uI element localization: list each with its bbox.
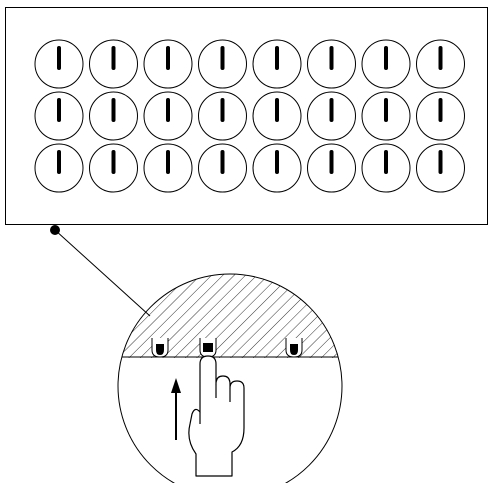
knob-r2-c4 — [198, 91, 247, 141]
knob-r1-c2 — [89, 39, 138, 89]
knob-grid — [34, 39, 465, 193]
knob-r3-c8 — [416, 143, 465, 193]
knob-r2-c3 — [143, 91, 193, 141]
knob-r3-c3 — [143, 143, 193, 193]
knob-r3-c6 — [307, 143, 356, 193]
knob-r3-c2 — [89, 143, 138, 193]
finger-press-icon — [188, 355, 245, 477]
knob-r3-c4 — [198, 143, 247, 193]
socket-right — [285, 338, 303, 358]
knob-r1-c6 — [307, 39, 356, 89]
socket-center — [199, 338, 217, 358]
knob-r2-c2 — [89, 91, 138, 141]
hatched-cover — [118, 274, 342, 358]
knob-r1-c1 — [34, 39, 84, 89]
knob-r1-c4 — [198, 39, 247, 89]
detail-callout-border — [117, 273, 343, 483]
knob-r2-c5 — [252, 91, 302, 141]
knob-r2-c8 — [416, 91, 465, 141]
knob-r1-c7 — [361, 39, 411, 89]
knob-r1-c3 — [143, 39, 193, 89]
up-arrow-icon — [171, 378, 181, 440]
callout-leader-line — [54, 229, 151, 317]
socket-left — [151, 338, 169, 358]
knob-r3-c5 — [252, 143, 302, 193]
knob-r3-c1 — [34, 143, 84, 193]
knob-r1-c5 — [252, 39, 302, 89]
knob-r3-c7 — [361, 143, 411, 193]
knob-r2-c7 — [361, 91, 411, 141]
knob-r1-c8 — [416, 39, 465, 89]
knob-r2-c6 — [307, 91, 356, 141]
knob-r2-c1 — [34, 91, 84, 141]
detail-callout — [118, 274, 342, 483]
